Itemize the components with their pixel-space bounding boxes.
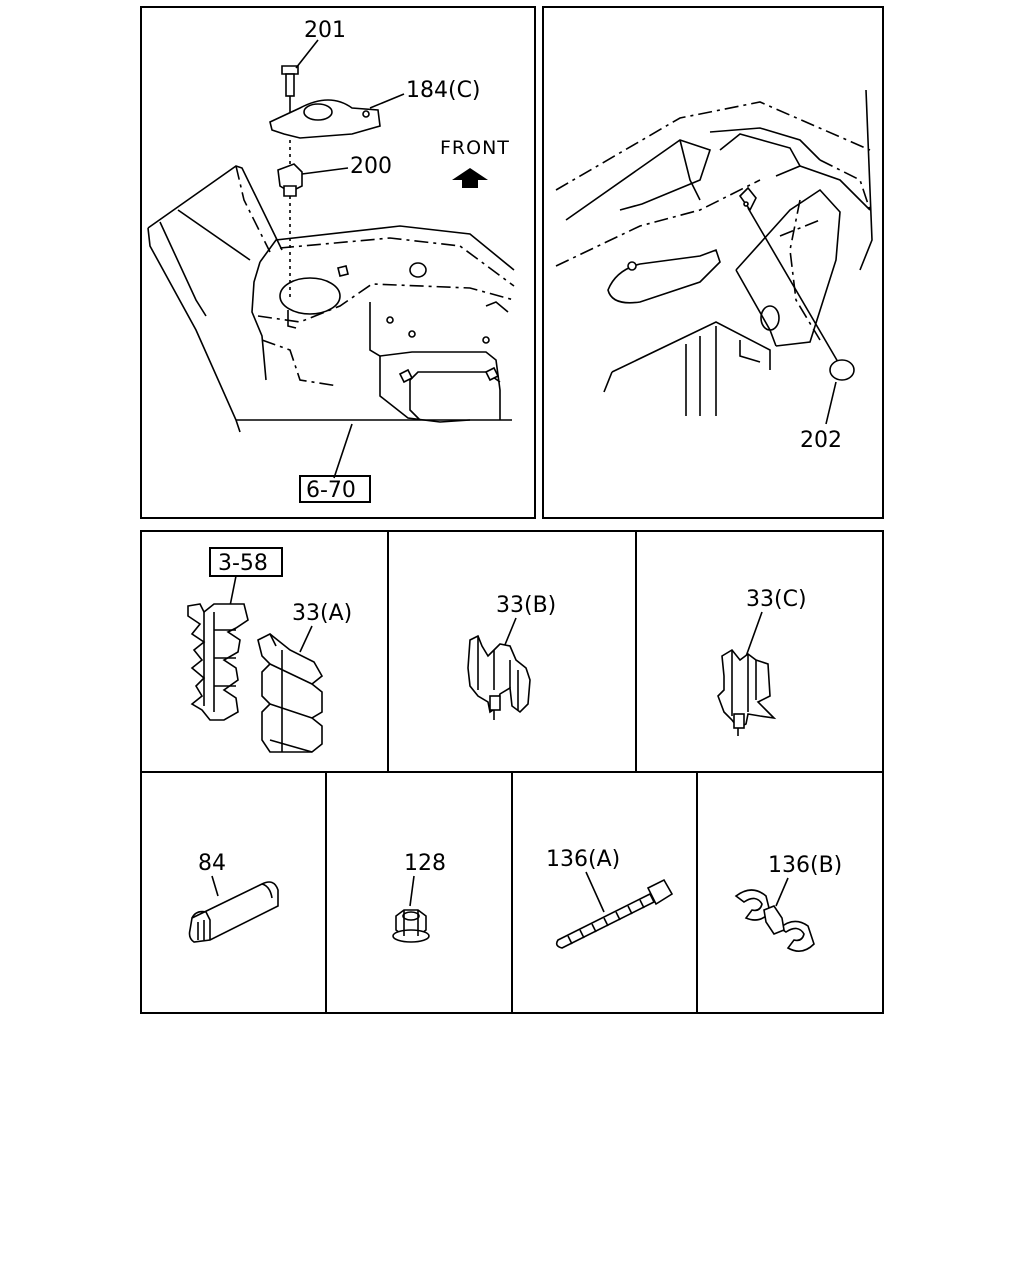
label-136b: 136(B) bbox=[768, 853, 842, 878]
label-33a: 33(A) bbox=[292, 601, 352, 626]
cell-double-clip-136b: 136(B) bbox=[734, 853, 842, 952]
bolt-201-drawing bbox=[281, 65, 299, 300]
ref-box-6-70 bbox=[299, 475, 371, 503]
cell-clip-33b: 33(B) bbox=[467, 593, 556, 720]
label-136a: 136(A) bbox=[546, 847, 620, 872]
label-201: 201 bbox=[304, 18, 346, 43]
label-202: 202 bbox=[800, 428, 842, 453]
cell-clip-33a: 3-58 33(A) bbox=[187, 547, 352, 753]
floor-structure-drawing bbox=[555, 89, 873, 416]
cell-flange-nut-128: 128 bbox=[392, 851, 446, 943]
label-3-58: 3-58 bbox=[218, 551, 268, 576]
label-front: FRONT bbox=[440, 137, 510, 159]
cell-cable-tie-136a: 136(A) bbox=[546, 847, 674, 949]
body-structure-drawing bbox=[147, 165, 515, 433]
trim-84-drawing bbox=[188, 881, 279, 943]
cell-trim-84: 84 bbox=[188, 851, 279, 943]
label-200: 200 bbox=[350, 154, 392, 179]
clip-33c-drawing bbox=[717, 648, 777, 736]
panel-body-mount: 201 184(C) 200 FRONT 6-70 bbox=[140, 6, 536, 519]
front-arrow-icon bbox=[452, 168, 488, 188]
cell-clip-33c: 33(C) bbox=[717, 587, 807, 736]
bottom-row-grid bbox=[140, 771, 884, 1014]
panel-floor-plug: 202 bbox=[542, 6, 884, 519]
label-33b: 33(B) bbox=[496, 593, 556, 618]
cable-tie-136a-drawing bbox=[555, 878, 674, 949]
label-84: 84 bbox=[198, 851, 226, 876]
flange-nut-128-drawing bbox=[392, 909, 430, 943]
bracket-184c-drawing bbox=[269, 99, 381, 139]
label-6-70: 6-70 bbox=[306, 478, 356, 503]
double-clip-136b-drawing bbox=[734, 889, 815, 952]
nut-200-drawing bbox=[277, 163, 303, 197]
label-33c: 33(C) bbox=[746, 587, 807, 612]
label-128: 128 bbox=[404, 851, 446, 876]
clip-33a-drawing bbox=[187, 603, 324, 753]
plug-202-drawing bbox=[829, 359, 855, 381]
label-184c: 184(C) bbox=[406, 78, 481, 103]
ref-box-3-58 bbox=[209, 547, 283, 577]
clip-33b-drawing bbox=[467, 634, 531, 720]
